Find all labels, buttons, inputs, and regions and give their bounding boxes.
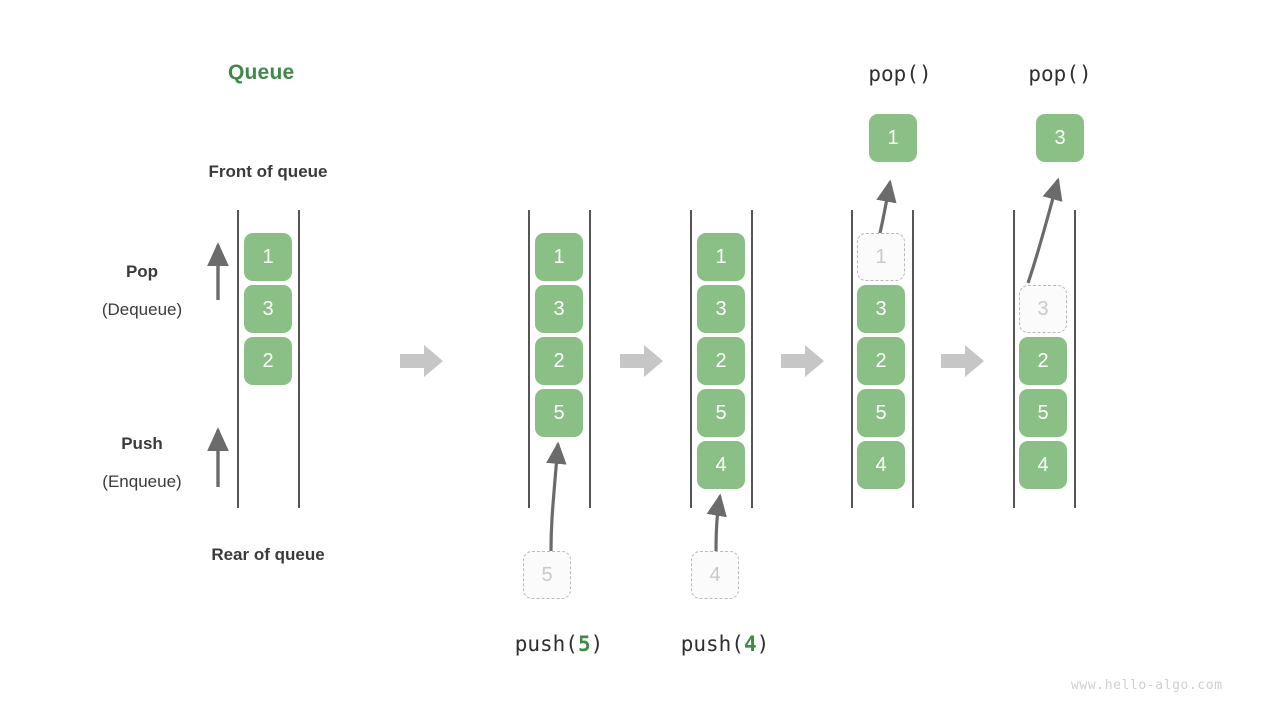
pop-1-operation-label: pop(): [868, 62, 932, 86]
queue-cell[interactable]: 3: [697, 285, 745, 333]
queue-cell-ghost: 1: [857, 233, 905, 281]
page-title: Queue: [228, 61, 295, 84]
queue-cell[interactable]: 5: [1019, 389, 1067, 437]
front-of-queue-label: Front of queue: [208, 162, 328, 181]
queue-cell[interactable]: 1: [535, 233, 583, 281]
incoming-ghost-cell: 5: [523, 551, 571, 599]
flow-arrow-icon: [941, 345, 984, 377]
queue-cell[interactable]: 2: [535, 337, 583, 385]
queue-cell[interactable]: 3: [535, 285, 583, 333]
queue-cell[interactable]: 4: [857, 441, 905, 489]
push-5-operation-label: push(5): [479, 632, 639, 656]
queue-cell[interactable]: 2: [244, 337, 292, 385]
queue-cell[interactable]: 5: [535, 389, 583, 437]
queue-cell[interactable]: 2: [697, 337, 745, 385]
flow-arrow-icon: [781, 345, 824, 377]
queue-rail-left: [528, 210, 530, 508]
watermark: www.hello-algo.com: [1071, 678, 1223, 693]
queue-cell[interactable]: 3: [244, 285, 292, 333]
queue-rail-right: [751, 210, 753, 508]
push-4-prefix: push(: [680, 632, 744, 656]
queue-rail-left: [237, 210, 239, 508]
queue-cell[interactable]: 5: [857, 389, 905, 437]
queue-cell[interactable]: 1: [244, 233, 292, 281]
queue-cell-ghost: 3: [1019, 285, 1067, 333]
queue-cell[interactable]: 4: [1019, 441, 1067, 489]
incoming-ghost-cell: 4: [691, 551, 739, 599]
popped-cell[interactable]: 1: [869, 114, 917, 162]
queue-cell[interactable]: 5: [697, 389, 745, 437]
queue-cell[interactable]: 4: [697, 441, 745, 489]
queue-rail-right: [298, 210, 300, 508]
pop-3-arrow: [1026, 177, 1063, 284]
push-5-prefix: push(: [514, 632, 578, 656]
queue-cell[interactable]: 3: [857, 285, 905, 333]
push-4-operation-label: push(4): [645, 632, 805, 656]
pop-label: Pop: [125, 262, 159, 281]
queue-rail-left: [690, 210, 692, 508]
queue-rail-right: [589, 210, 591, 508]
push-5-arrow: [546, 441, 567, 552]
queue-cell[interactable]: 2: [857, 337, 905, 385]
pop-sublabel: (Dequeue): [101, 300, 183, 319]
queue-rail-left: [851, 210, 853, 508]
queue-cell[interactable]: 1: [697, 233, 745, 281]
queue-rail-right: [1074, 210, 1076, 508]
push-4-value: 4: [743, 632, 757, 656]
queue-rail-left: [1013, 210, 1015, 508]
push-label: Push: [121, 434, 163, 453]
push-5-suffix: ): [590, 632, 604, 656]
queue-cell[interactable]: 2: [1019, 337, 1067, 385]
flow-arrow-icon: [400, 345, 443, 377]
push-4-arrow: [706, 493, 727, 552]
push-5-value: 5: [577, 632, 591, 656]
push-sublabel: (Enqueue): [102, 472, 182, 491]
flow-arrow-icon: [620, 345, 663, 377]
popped-cell[interactable]: 3: [1036, 114, 1084, 162]
push-4-suffix: ): [756, 632, 770, 656]
rear-of-queue-label: Rear of queue: [211, 545, 325, 564]
pop-2-operation-label: pop(): [1028, 62, 1092, 86]
queue-rail-right: [912, 210, 914, 508]
